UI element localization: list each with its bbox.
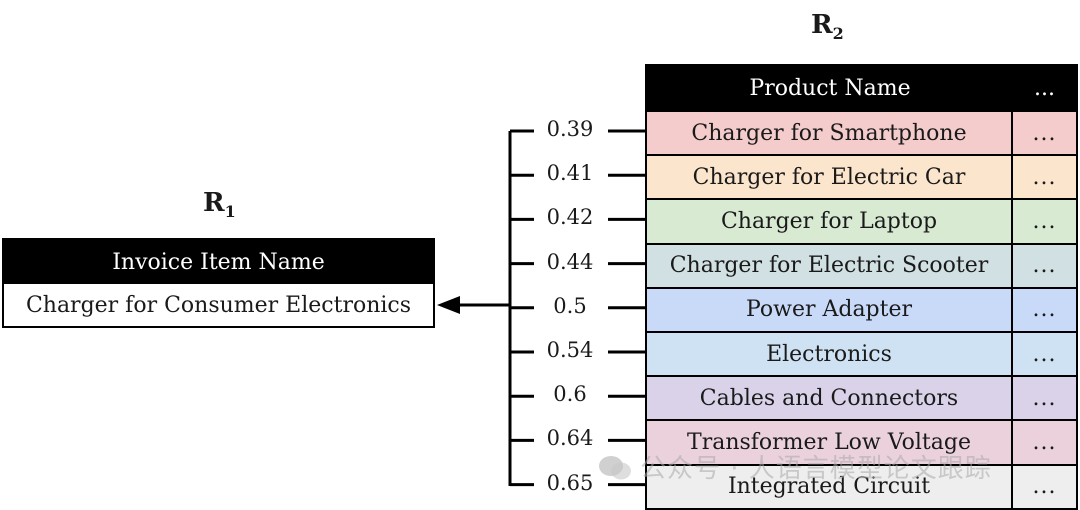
r2-header: Product Name xyxy=(749,75,911,101)
r1-header: Invoice Item Name xyxy=(4,240,433,284)
r2-label-letter: R xyxy=(811,10,833,40)
arrow-head xyxy=(437,296,460,314)
r2-row: Integrated Circuit... xyxy=(647,463,1076,508)
r2-row: Charger for Electric Scooter... xyxy=(647,242,1076,287)
r2-row-name: Charger for Smartphone xyxy=(647,112,1013,155)
r2-row-name: Power Adapter xyxy=(647,288,1013,331)
r1-label-letter: R xyxy=(203,188,225,218)
r2-row: Power Adapter... xyxy=(647,286,1076,331)
r2-row-more: ... xyxy=(1032,341,1057,367)
similarity-score: 0.41 xyxy=(546,161,594,186)
wechat-icon xyxy=(598,454,632,482)
r2-row-more: ... xyxy=(1032,429,1057,455)
r2-row: Charger for Smartphone... xyxy=(647,110,1076,155)
watermark: 公众号 · 人语言模型论文跟踪 xyxy=(598,448,992,485)
similarity-score: 0.64 xyxy=(546,426,594,451)
r2-row: Charger for Electric Car... xyxy=(647,154,1076,199)
r2-header-row: Product Name ... xyxy=(647,66,1076,110)
r2-row-more: ... xyxy=(1032,385,1057,411)
watermark-text: 公众号 · 人语言模型论文跟踪 xyxy=(640,454,992,484)
similarity-score: 0.44 xyxy=(546,249,594,274)
r2-row-more: ... xyxy=(1032,297,1057,323)
r2-row-name: Charger for Laptop xyxy=(647,200,1013,243)
r1-table: Invoice Item Name Charger for Consumer E… xyxy=(2,238,435,328)
r2-row-more: ... xyxy=(1032,164,1057,190)
r2-label-subscript: 2 xyxy=(832,24,844,43)
r2-row: Electronics... xyxy=(647,330,1076,376)
r2-row-name: Cables and Connectors xyxy=(647,377,1013,420)
r2-label: R2 xyxy=(811,10,844,43)
score-ticks xyxy=(510,129,645,487)
r1-value: Charger for Consumer Electronics xyxy=(4,284,433,326)
r2-row-name: Charger for Electric Scooter xyxy=(647,244,1013,287)
r2-row: Charger for Laptop... xyxy=(647,198,1076,243)
r1-label-subscript: 1 xyxy=(224,202,236,221)
r2-row: Cables and Connectors... xyxy=(647,375,1076,420)
similarity-score: 0.39 xyxy=(546,117,594,141)
r2-row-more: ... xyxy=(1032,474,1057,500)
r2-table: Product Name ... Charger for Smartphone.… xyxy=(645,64,1078,510)
r2-row-name: Charger for Electric Car xyxy=(647,156,1013,199)
similarity-score: 0.54 xyxy=(546,338,594,362)
r2-row-name: Electronics xyxy=(647,332,1013,376)
r2-header-more: ... xyxy=(1034,75,1055,101)
r2-row-more: ... xyxy=(1032,253,1057,279)
r2-row-more: ... xyxy=(1032,208,1057,234)
r2-row-more: ... xyxy=(1032,120,1057,146)
similarity-score: 0.6 xyxy=(553,382,587,407)
similarity-score: 0.5 xyxy=(553,293,587,318)
r2-row-name: Integrated Circuit xyxy=(647,465,1013,508)
r1-label: R1 xyxy=(203,188,236,221)
r2-row-name: Transformer Low Voltage xyxy=(647,421,1013,464)
r2-rows: Charger for Smartphone...Charger for Ele… xyxy=(647,110,1076,508)
similarity-score: 0.65 xyxy=(546,470,594,495)
r2-row: Transformer Low Voltage... xyxy=(647,419,1076,464)
similarity-score: 0.42 xyxy=(546,205,594,230)
